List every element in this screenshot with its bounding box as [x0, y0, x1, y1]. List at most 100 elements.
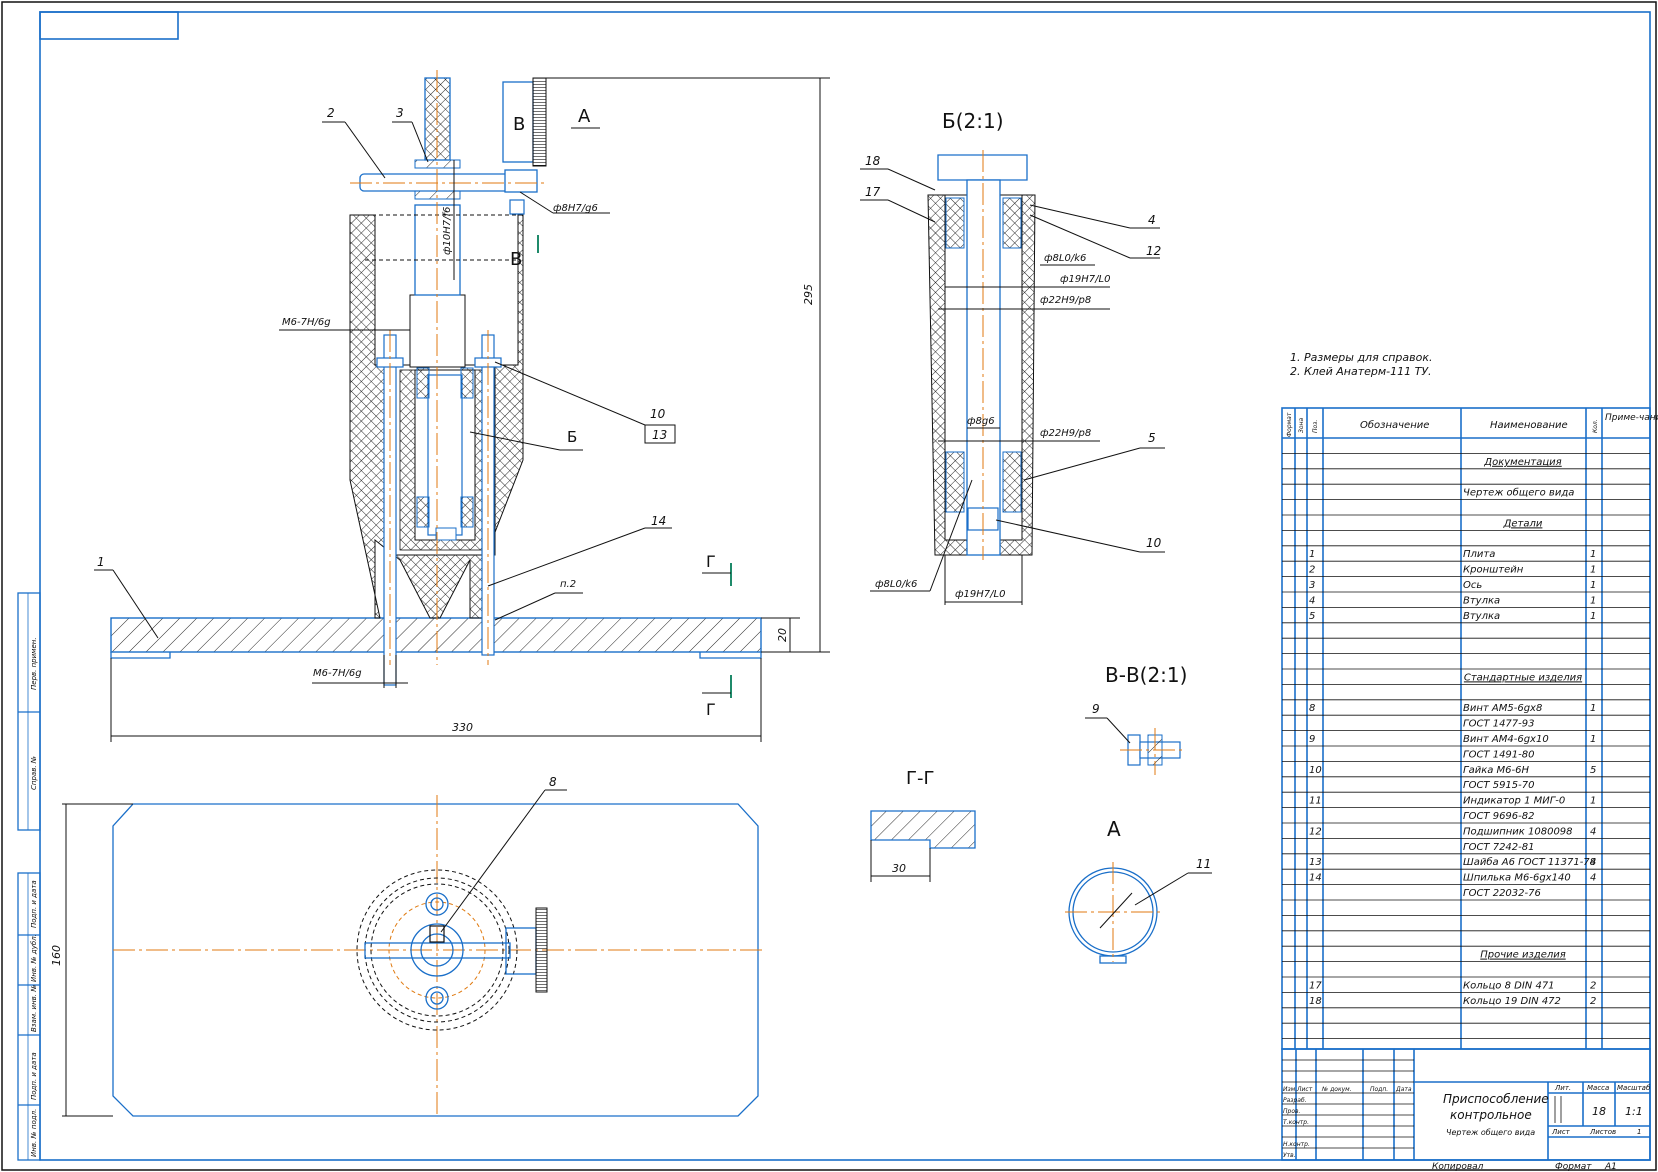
tb-row-nkontr: Н.контр.	[1283, 1141, 1310, 1148]
spec-row-name: ГОСТ 1491-80	[1463, 749, 1535, 760]
tb-col-izm: Изм.	[1283, 1086, 1297, 1093]
spec-header-qty: Кол.	[1592, 419, 1599, 433]
spec-header-zone: Зона	[1298, 418, 1305, 433]
spec-row-name: Плита	[1463, 549, 1495, 560]
tb-sheet: Лист	[1551, 1128, 1571, 1136]
spec-section-heading: Детали	[1503, 518, 1543, 529]
spec-row-pos: 8	[1309, 703, 1315, 714]
spec-row-pos: 14	[1309, 873, 1322, 884]
cut-label-g-bottom: Г	[706, 700, 716, 719]
cut-label-g-top: Г	[706, 552, 716, 571]
section-gg-view: Г-Г 30	[870, 768, 976, 882]
spec-row-name: Индикатор 1 МИГ-0	[1463, 796, 1565, 807]
tb-format-value: А1	[1604, 1162, 1617, 1172]
spec-row-qty: 4	[1590, 873, 1596, 884]
spec-section-heading: Прочие изделия	[1480, 950, 1566, 961]
spec-row-qty: 1	[1590, 703, 1596, 714]
spec-row-pos: 9	[1309, 734, 1315, 745]
thread-top: М6-7Н/6g	[282, 317, 331, 328]
callout-4: 4	[1148, 213, 1156, 227]
callout-9: 9	[1092, 702, 1100, 716]
callout-5: 5	[1148, 431, 1156, 445]
cut-label-b: Б	[567, 428, 577, 446]
section-vv-title: В-В(2:1)	[1105, 663, 1187, 687]
spec-row-pos: 1	[1309, 549, 1315, 560]
spec-row-qty: 4	[1590, 857, 1596, 868]
fit-8l0k6-top: ф8L0/k6	[1044, 253, 1086, 264]
fit-19h7l0-top: ф19Н7/L0	[1060, 274, 1110, 285]
tb-row-razrab: Разраб.	[1283, 1097, 1307, 1104]
spec-header-name: Наименование	[1490, 420, 1568, 431]
spec-row-name: Кольцо 8 DIN 471	[1463, 980, 1555, 991]
front-view: 295 20 330 ф10Н7/f6 ф8Н7/g6 М6-7Н/6g М6-…	[94, 70, 830, 742]
callout-10: 10	[650, 407, 666, 421]
detail-b-view: Б(2:1) 18 17 4 12 5 10 ф8L0/k6 ф19Н7/L0 …	[860, 109, 1165, 605]
indicator-knurl	[532, 77, 547, 167]
spec-row-name: Кольцо 19 DIN 472	[1463, 996, 1561, 1007]
note-2: 2. Клей Анатерм-111 ТУ.	[1290, 365, 1432, 378]
spec-row-name: Втулка	[1463, 595, 1500, 606]
spec-row-name: ГОСТ 7242-81	[1463, 842, 1535, 853]
indicator-body	[502, 81, 534, 163]
spec-row-name: ГОСТ 5915-70	[1463, 780, 1535, 791]
tb-col-sign: Подп.	[1370, 1086, 1388, 1093]
callout-14: 14	[651, 514, 666, 528]
section-vv-view: В-В(2:1) 9	[1085, 663, 1187, 775]
side-stamp: Перв. примен. Справ. № Подп. и дата Инв.…	[17, 592, 41, 1161]
fit-22h9p8-bot: ф22Н9/p8	[1040, 428, 1091, 439]
title-block: Изм. Лист № докум. Подп. Дата Разраб. Пр…	[1281, 1048, 1651, 1172]
fit-19h7l0-bot: ф19Н7/L0	[955, 589, 1005, 600]
callout-13: 13	[652, 428, 667, 442]
spec-row-pos: 11	[1309, 796, 1322, 807]
spec-row-qty: 2	[1590, 980, 1596, 991]
spec-row-qty: 1	[1590, 595, 1596, 606]
spec-section-heading: Документация	[1483, 457, 1561, 468]
spec-row-pos: 10	[1309, 765, 1322, 776]
view-a-title: А	[1107, 817, 1121, 841]
callout-2: 2	[327, 106, 335, 120]
tb-title-line1: Приспособление	[1443, 1092, 1549, 1106]
callout-17: 17	[865, 185, 881, 199]
spec-row-name: Ось	[1463, 580, 1482, 591]
callout-1: 1	[97, 555, 105, 569]
tb-lit: Лит.	[1554, 1084, 1571, 1092]
spec-row-name: Кронштейн	[1463, 565, 1524, 576]
side-stamp-label: Взам. инв. №	[30, 984, 38, 1032]
side-stamp-label: Инв. № дубл.	[30, 934, 38, 982]
callout-11: 11	[1196, 857, 1211, 871]
spec-row-qty: 4	[1590, 826, 1596, 837]
top-left-stamp-box	[39, 11, 179, 40]
tb-scale-value: 1:1	[1625, 1105, 1643, 1118]
spec-section-heading: Стандартные изделия	[1464, 672, 1582, 683]
weld-label: п.2	[560, 579, 576, 590]
spec-row-name: Винт АМ4-6gx10	[1463, 734, 1549, 745]
section-gg-title: Г-Г	[906, 768, 934, 789]
tb-col-date: Дата	[1395, 1086, 1412, 1093]
spec-row-name: ГОСТ 22032-76	[1463, 888, 1541, 899]
fit-d10: ф10Н7/f6	[442, 207, 453, 255]
spec-row-qty: 5	[1590, 765, 1596, 776]
side-stamp-label: Перв. примен.	[30, 637, 38, 690]
fit-8g6: ф8g6	[967, 416, 995, 427]
spec-row-name: Подшипник 1080098	[1463, 826, 1573, 837]
spec-row-pos: 17	[1309, 980, 1322, 991]
tb-subtitle: Чертеж общего вида	[1446, 1128, 1535, 1137]
spec-row-pos: 13	[1309, 857, 1322, 868]
dim-plate-width: 160	[50, 945, 63, 966]
cut-label-v-bottom: В	[510, 249, 522, 270]
tb-scale: Масштаб	[1617, 1084, 1651, 1092]
dim-height-295: 295	[802, 284, 815, 305]
spec-row-pos: 3	[1309, 580, 1315, 591]
spec-header-note: Приме-чание	[1605, 413, 1658, 423]
spec-row-qty: 1	[1590, 565, 1596, 576]
fit-8l0k6-bot: ф8L0/k6	[875, 579, 917, 590]
tb-title-line2: контрольное	[1450, 1108, 1532, 1122]
spec-row-pos: 18	[1309, 996, 1322, 1007]
specification-table: Формат Зона Поз. Обозначение Наименовани…	[1281, 407, 1658, 1050]
view-a: А 11	[1065, 817, 1212, 964]
spec-row-pos: 5	[1309, 611, 1315, 622]
tb-sheets-value: 1	[1637, 1128, 1641, 1136]
callout-3: 3	[396, 106, 404, 120]
top-view: 160 8	[50, 775, 765, 1117]
